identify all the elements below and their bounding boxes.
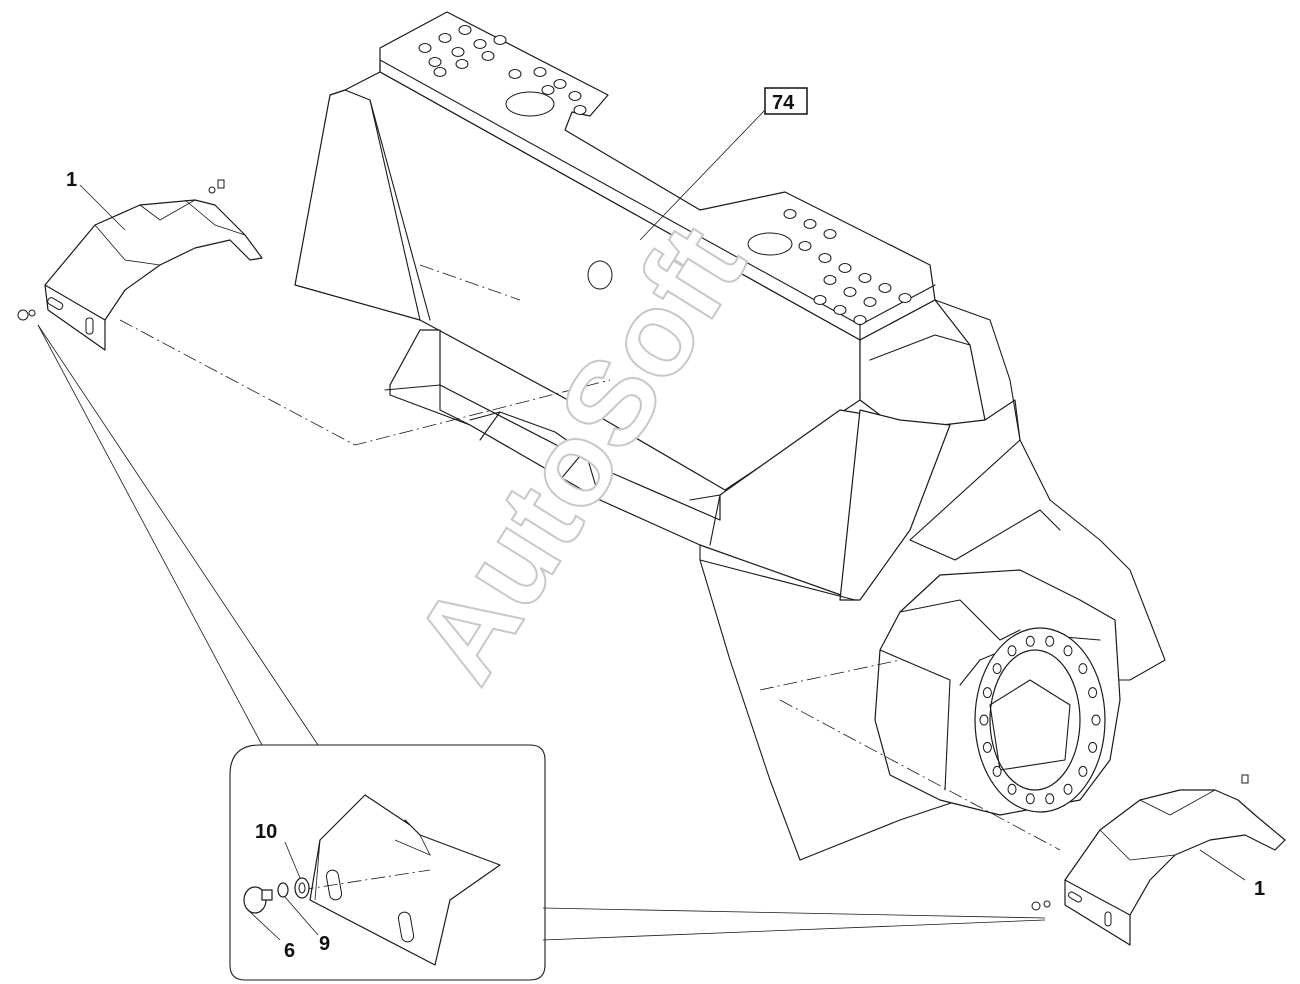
- callout-1-bottom-right: 1: [1254, 878, 1265, 900]
- callout-10: 10: [255, 821, 277, 843]
- main-frame: [294, 11, 1166, 861]
- callout-9: 9: [319, 933, 330, 955]
- callout-74: 74: [772, 92, 795, 114]
- callout-1-top-left: 1: [66, 169, 77, 191]
- fender-bottom-right: [1031, 774, 1286, 946]
- callout-6: 6: [284, 940, 295, 962]
- callout-labels: 74 1 1 6 9 10: [66, 87, 1265, 962]
- fender-top-left: [17, 179, 263, 351]
- drum-hub: [874, 569, 1121, 816]
- detail-view: [229, 744, 546, 981]
- callout-74-box: [764, 87, 808, 115]
